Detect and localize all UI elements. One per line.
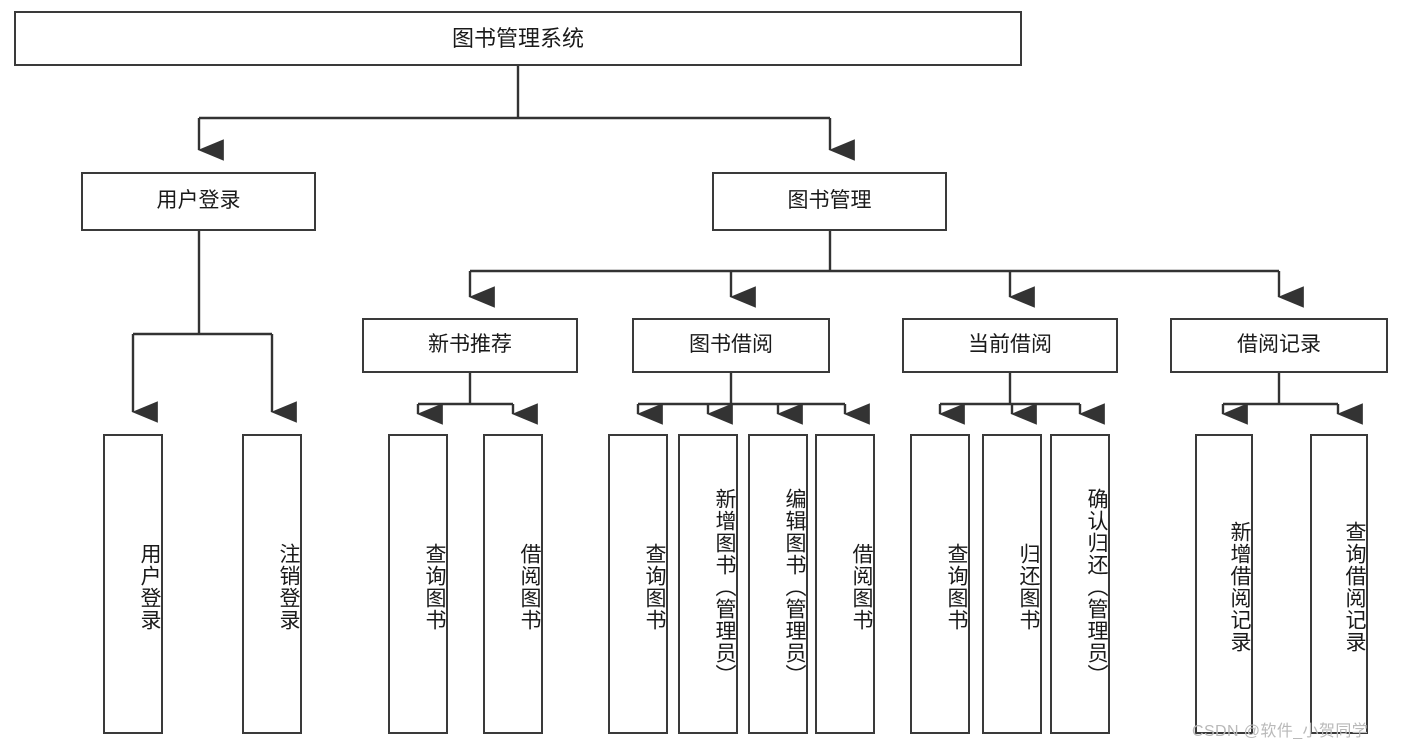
node-borrow-record[interactable]: 借阅记录 bbox=[1170, 318, 1388, 373]
node-book-borrow[interactable]: 图书借阅 bbox=[632, 318, 830, 373]
node-user-login[interactable]: 用户登录 bbox=[81, 172, 316, 231]
leaf-return-book-label: 归还图书 bbox=[1017, 543, 1040, 631]
leaf-add-book[interactable]: 新增图书（管理员） bbox=[678, 434, 738, 734]
leaf-confirm-return[interactable]: 确认归还（管理员） bbox=[1050, 434, 1110, 734]
leaf-borrow-book-1[interactable]: 借阅图书 bbox=[483, 434, 543, 734]
leaf-add-book-label: 新增图书（管理员） bbox=[713, 488, 736, 686]
node-root-label: 图书管理系统 bbox=[451, 25, 584, 51]
node-new-book-recommend[interactable]: 新书推荐 bbox=[362, 318, 578, 373]
leaf-query-book-2[interactable]: 查询图书 bbox=[608, 434, 668, 734]
leaf-add-record[interactable]: 新增借阅记录 bbox=[1195, 434, 1253, 734]
leaf-user-login[interactable]: 用户登录 bbox=[103, 434, 163, 734]
leaf-logout-login[interactable]: 注销登录 bbox=[242, 434, 302, 734]
node-current-borrow[interactable]: 当前借阅 bbox=[902, 318, 1118, 373]
leaf-query-record-label: 查询借阅记录 bbox=[1343, 521, 1366, 653]
leaf-add-record-label: 新增借阅记录 bbox=[1228, 521, 1251, 653]
node-book-management-label: 图书管理 bbox=[787, 189, 872, 213]
leaf-query-book-3[interactable]: 查询图书 bbox=[910, 434, 970, 734]
leaf-query-record[interactable]: 查询借阅记录 bbox=[1310, 434, 1368, 734]
node-user-login-label: 用户登录 bbox=[156, 189, 241, 213]
leaf-query-book-1-label: 查询图书 bbox=[423, 543, 446, 631]
leaf-user-login-label: 用户登录 bbox=[138, 543, 161, 631]
node-current-borrow-label: 当前借阅 bbox=[968, 333, 1052, 357]
leaf-return-book[interactable]: 归还图书 bbox=[982, 434, 1042, 734]
node-borrow-record-label: 借阅记录 bbox=[1237, 333, 1321, 357]
leaf-logout-login-label: 注销登录 bbox=[277, 543, 300, 631]
leaf-borrow-book-2[interactable]: 借阅图书 bbox=[815, 434, 875, 734]
leaf-edit-book-label: 编辑图书（管理员） bbox=[783, 488, 806, 686]
node-new-book-recommend-label: 新书推荐 bbox=[428, 333, 512, 357]
node-root[interactable]: 图书管理系统 bbox=[14, 11, 1022, 66]
node-book-management[interactable]: 图书管理 bbox=[712, 172, 947, 231]
leaf-borrow-book-2-label: 借阅图书 bbox=[850, 543, 873, 631]
leaf-borrow-book-1-label: 借阅图书 bbox=[518, 543, 541, 631]
leaf-query-book-2-label: 查询图书 bbox=[643, 543, 666, 631]
leaf-query-book-3-label: 查询图书 bbox=[945, 543, 968, 631]
watermark: CSDN @软件_小贺同学 bbox=[1192, 723, 1369, 740]
node-book-borrow-label: 图书借阅 bbox=[689, 333, 773, 357]
leaf-confirm-return-label: 确认归还（管理员） bbox=[1085, 488, 1108, 686]
leaf-query-book-1[interactable]: 查询图书 bbox=[388, 434, 448, 734]
leaf-edit-book[interactable]: 编辑图书（管理员） bbox=[748, 434, 808, 734]
